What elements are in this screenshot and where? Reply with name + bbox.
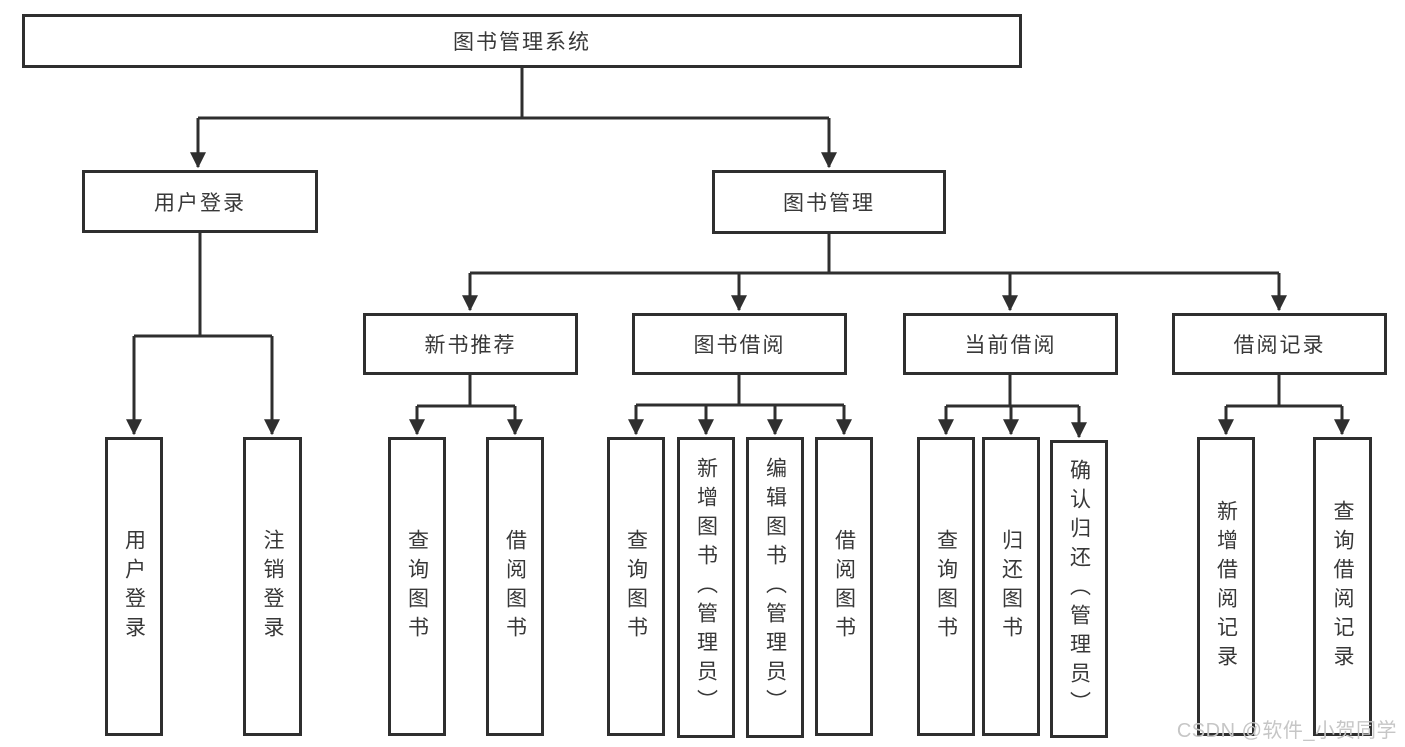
leaf-add-borrow-record: 新增借阅记录 (1197, 437, 1255, 736)
node-label: 新书推荐 (424, 334, 517, 357)
leaf-query-borrow-record: 查询借阅记录 (1313, 437, 1372, 736)
leaf-add-books-admin: 新增图书（管理员） (677, 437, 735, 738)
node-label: 查询图书 (405, 528, 429, 645)
node-label: 注销登录 (261, 528, 285, 645)
node-label: 归还图书 (999, 528, 1023, 645)
leaf-query-books-2: 查询图书 (607, 437, 665, 736)
leaf-logout: 注销登录 (243, 437, 302, 736)
edge-book-management-trunk (470, 234, 1279, 275)
leaf-query-books-3: 查询图书 (917, 437, 975, 736)
leaf-query-books-1: 查询图书 (388, 437, 446, 736)
leaf-edit-books-admin: 编辑图书（管理员） (746, 437, 804, 738)
csdn-watermark: CSDN @软件_小贺同学 (1176, 720, 1397, 742)
node-label: 借阅记录 (1233, 334, 1326, 357)
leaf-user-login: 用户登录 (105, 437, 163, 736)
node-new-book-recommend: 新书推荐 (363, 313, 578, 375)
node-label: 新增借阅记录 (1214, 499, 1238, 674)
edge-new-book-trunk (417, 375, 515, 408)
edge-current-borrow-trunk (946, 375, 1079, 408)
leaf-return-books: 归还图书 (982, 437, 1040, 736)
node-label: 查询图书 (624, 528, 648, 645)
node-current-borrow: 当前借阅 (903, 313, 1118, 375)
leaf-borrow-books-1: 借阅图书 (486, 437, 544, 736)
node-label: 图书管理系统 (453, 31, 591, 54)
node-label: 借阅图书 (832, 528, 856, 645)
node-book-management: 图书管理 (712, 170, 946, 234)
leaf-borrow-books-2: 借阅图书 (815, 437, 873, 736)
leaf-confirm-return-admin: 确认归还（管理员） (1050, 440, 1108, 738)
node-library-management-system: 图书管理系统 (22, 14, 1022, 68)
node-label: 编辑图书（管理员） (763, 457, 787, 718)
node-book-borrow: 图书借阅 (632, 313, 847, 375)
node-user-login: 用户登录 (82, 170, 318, 233)
node-label: 确认归还（管理员） (1067, 458, 1091, 720)
node-label: 当前借阅 (964, 334, 1057, 357)
node-label: 查询图书 (934, 528, 958, 645)
node-label: 新增图书（管理员） (694, 457, 718, 718)
edge-user-login-trunk (134, 233, 272, 338)
node-borrow-records: 借阅记录 (1172, 313, 1387, 375)
node-label: 用户登录 (122, 528, 146, 645)
node-label: 借阅图书 (503, 528, 527, 645)
edge-root-trunk (198, 68, 829, 120)
node-label: 图书管理 (783, 192, 875, 215)
node-label: 查询借阅记录 (1331, 499, 1355, 674)
edge-book-borrow-trunk (636, 375, 844, 407)
edge-borrow-records-trunk (1226, 375, 1342, 408)
node-label: 用户登录 (154, 191, 246, 215)
node-label: 图书借阅 (693, 334, 786, 357)
